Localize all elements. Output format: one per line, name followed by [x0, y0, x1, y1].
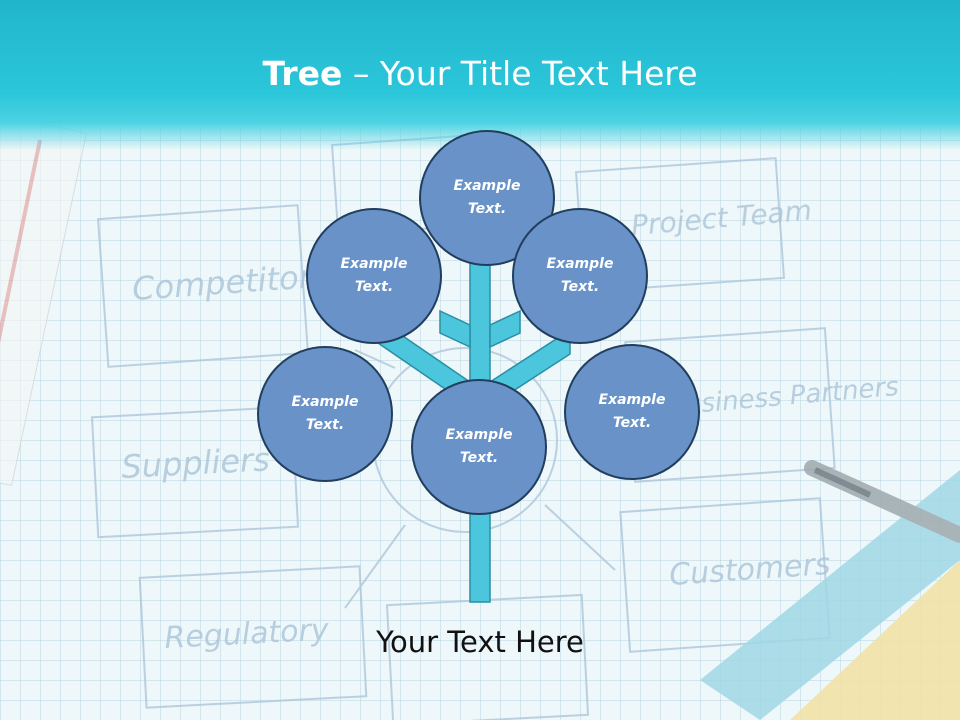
bg-label-suppliers: Suppliers [120, 440, 270, 486]
caption-text: Your Text Here [376, 625, 584, 659]
title-bold: Tree [262, 54, 343, 93]
title-bar [0, 0, 960, 150]
title-text: – Your Title Text Here [342, 54, 698, 93]
bg-label-regulatory: Regulatory [164, 612, 331, 656]
branch-upper-left [439, 309, 471, 349]
slide-title: Tree – Your Title Text Here [0, 52, 960, 96]
branch-upper-right [489, 309, 521, 349]
